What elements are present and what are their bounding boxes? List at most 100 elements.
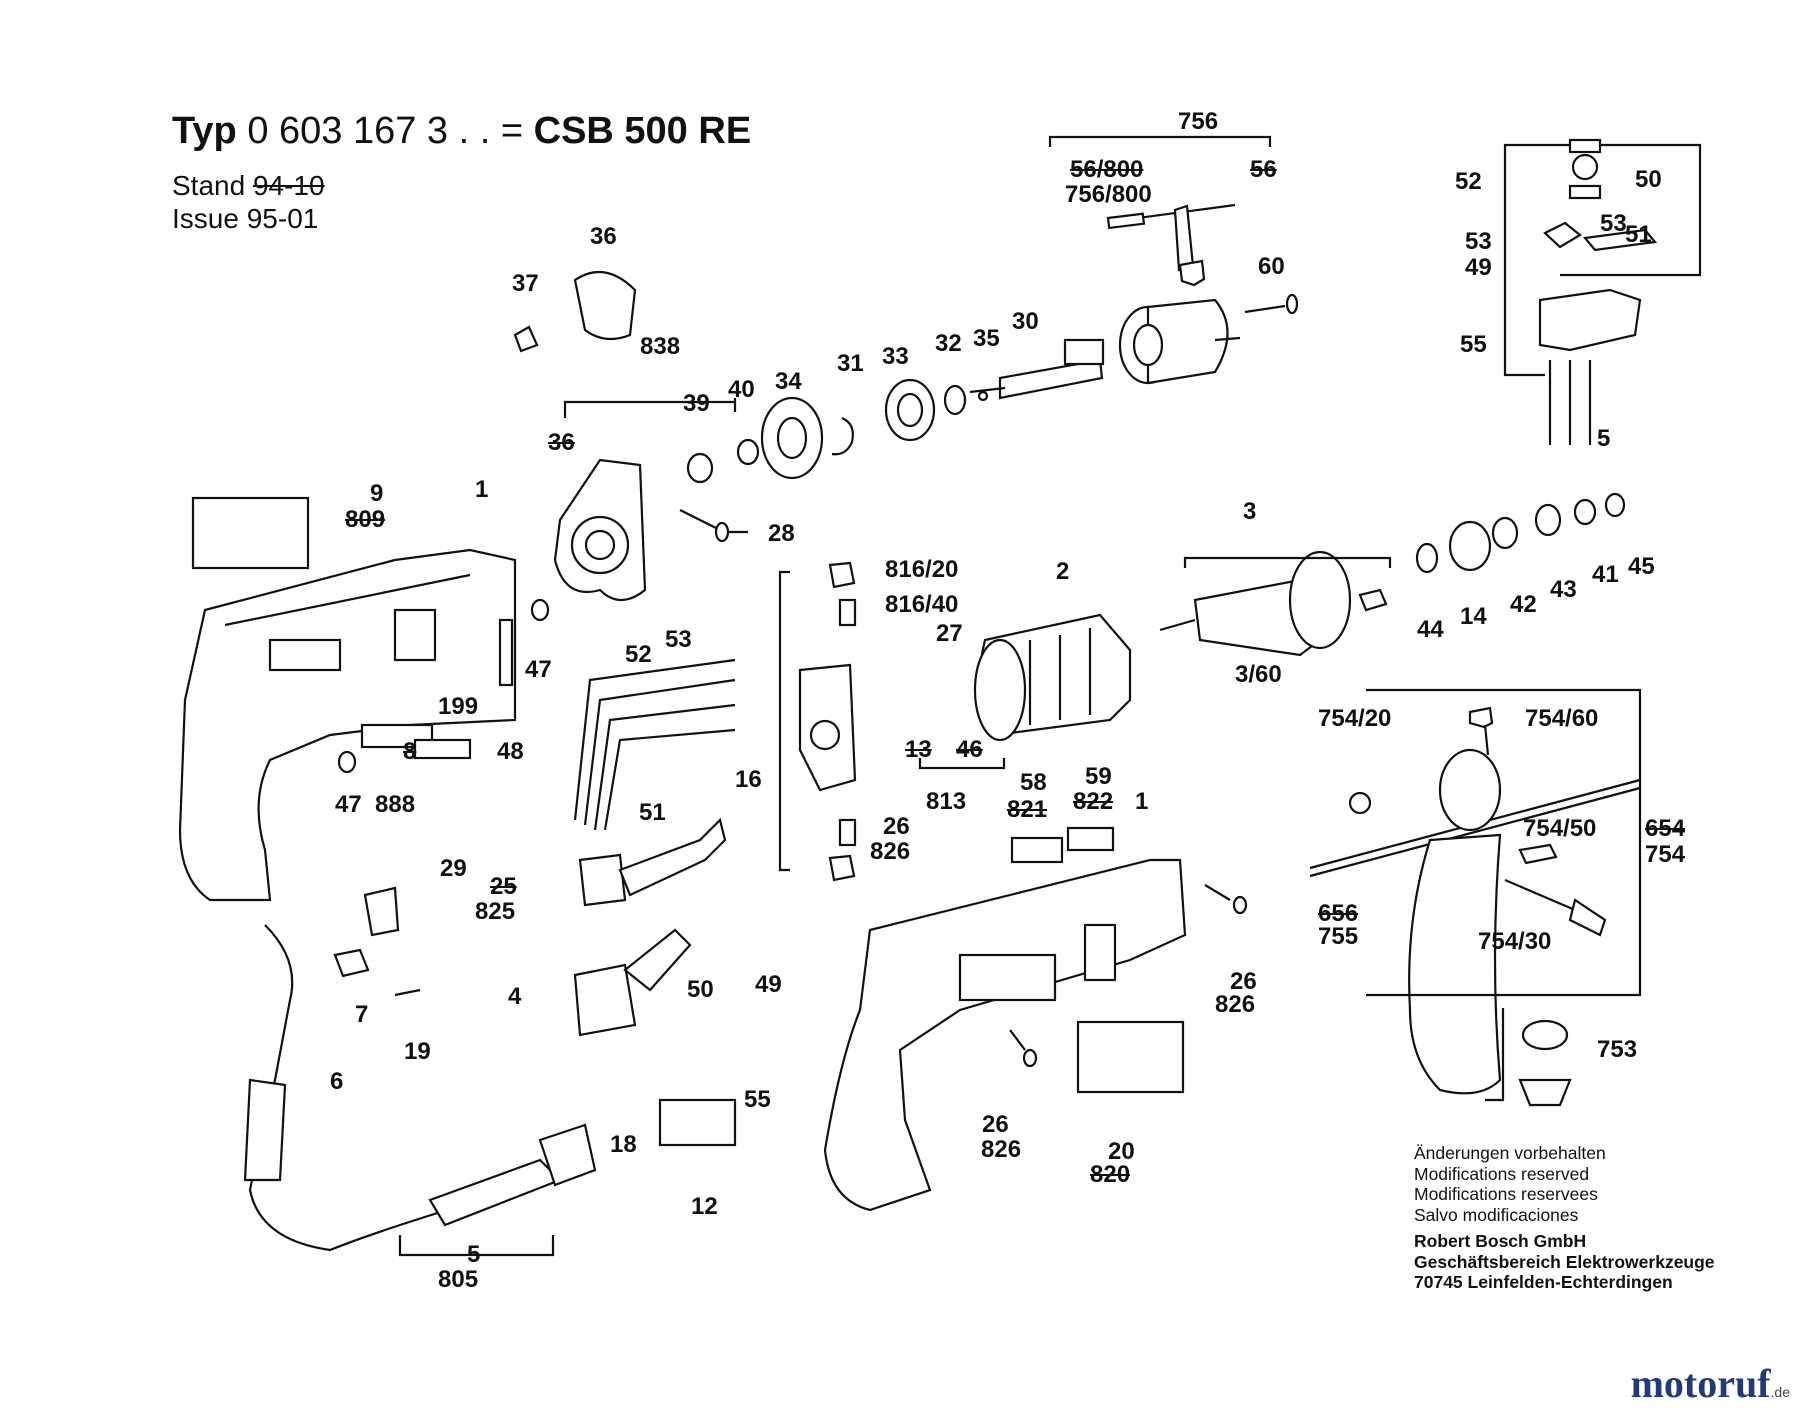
part-number-label: 3 [1243,498,1257,525]
part-number-label: 656 [1318,900,1359,927]
switch-parts-drawing [363,817,737,1147]
part-number-label: 7 [355,1001,369,1028]
company-line: Robert Bosch GmbH [1414,1231,1587,1251]
model-name: CSB 500 RE [533,110,752,152]
cable-and-plug-drawing [243,924,597,1252]
part-number-label: 754/60 [1525,705,1599,732]
part-number-label: 35 [973,325,1000,352]
part-number-label: 756/800 [1065,181,1152,208]
typ-label: Typ [172,110,237,152]
assembled-drill-drawing [823,858,1187,1212]
watermark-logo: motoruf.de [1631,1360,1790,1407]
aux-handle-drawing [1309,706,1641,1107]
armature-drawing [1159,550,1388,657]
part-number-label: 29 [440,855,467,882]
chuck-key-drawing [1106,203,1236,287]
part-number-label: 58 [1020,769,1047,796]
part-number-label: 42 [1510,591,1537,618]
part-number-label: 820 [1090,1161,1131,1188]
part-number-label: 56 [1250,156,1277,183]
brush-holder-drawing [798,561,857,882]
part-number-label: 49 [1465,254,1492,281]
stand-line: Stand 94-10 [172,170,325,202]
issue-line: Issue 95-01 [172,203,318,235]
part-number-label: 26 [883,813,910,840]
part-number-label: 33 [882,343,909,370]
part-number-label: 754/50 [1523,815,1597,842]
part-number-label: 5 [467,1241,481,1268]
part-number-label: 55 [744,1086,771,1113]
part-number-label: 36 [590,223,617,250]
issue-label: Issue [172,203,239,234]
part-number-label: 6 [330,1068,344,1095]
drill-chuck-drawing [1118,298,1241,385]
stator-drawing [973,613,1132,742]
part-number-label: 55 [1460,331,1487,358]
part-number-label: 826 [1215,991,1256,1018]
part-number-label: 816/40 [885,591,959,618]
part-number-label: 53 [1465,228,1492,255]
part-number-label: 16 [735,766,762,793]
part-number-label: 2 [1056,558,1070,585]
housing-half-drawing [178,548,517,902]
part-number-label: 5 [1597,425,1611,452]
part-number-label: 8 [403,738,417,765]
part-number-label: 51 [1625,221,1652,248]
part-number-label: 47 [525,656,552,683]
part-number-label: 822 [1073,788,1114,815]
part-number-label: 3/60 [1235,661,1282,688]
part-number-label: 41 [1592,561,1619,588]
group-brackets [398,135,1642,1257]
part-number-label: 809 [345,506,386,533]
part-number-label: 816/20 [885,556,959,583]
part-number-label: 654 [1645,815,1686,842]
part-number-label: 813 [926,788,967,815]
part-number-label: 36 [548,429,575,456]
part-number-label: 20 [1108,1138,1135,1165]
note-line: Modifications reservees [1414,1184,1598,1204]
part-number-label: 14 [1460,603,1487,630]
typ-number: 0 603 167 3 . . [247,110,491,152]
issue-value: 95-01 [246,203,319,234]
bearing-drawing [884,378,989,442]
part-number-label: 52 [1455,168,1482,195]
footer-notes: Änderungen vorbehalten Modifications res… [1414,1143,1715,1293]
part-number-label: 1 [1135,788,1149,815]
screw-60-drawing [1244,293,1299,315]
part-number-label: 50 [1635,166,1662,193]
part-number-label: 30 [1012,308,1039,335]
note-line: Salvo modificaciones [1414,1204,1579,1225]
part-number-label: 754/20 [1318,705,1392,732]
part-number-label: 25 [490,873,517,900]
part-number-label: 838 [640,333,681,360]
part-number-label: 26 [1230,968,1257,995]
part-number-label: 826 [870,838,911,865]
part-number-label: 43 [1550,576,1577,603]
part-number-label: 51 [639,799,666,826]
part-number-label: 821 [1007,796,1048,823]
part-number-label: 48 [497,738,524,765]
part-number-label: 753 [1597,1036,1638,1063]
part-number-label: 754/30 [1478,928,1552,955]
part-number-label: 888 [375,791,416,818]
drawing-title: Typ 0 603 167 3 . . = CSB 500 RE [172,110,751,153]
part-number-label: 12 [691,1193,718,1220]
part-number-label: 49 [755,971,782,998]
part-number-label: 53 [665,626,692,653]
part-number-label: 39 [683,390,710,417]
part-number-label: 805 [438,1266,479,1293]
part-number-label: 26 [982,1111,1009,1138]
part-number-label: 4 [508,983,522,1010]
gear-drawing [686,396,854,484]
part-number-label: 40 [728,376,755,403]
watermark-suffix: .de [1770,1384,1790,1400]
part-number-label: 45 [1628,553,1655,580]
label-9-drawing [191,496,310,570]
part-number-label: 9 [370,480,384,507]
part-number-label: 60 [1258,253,1285,280]
part-number-label: 50 [687,976,714,1003]
part-number-label: 754 [1645,841,1686,868]
part-number-label: 34 [775,368,802,395]
